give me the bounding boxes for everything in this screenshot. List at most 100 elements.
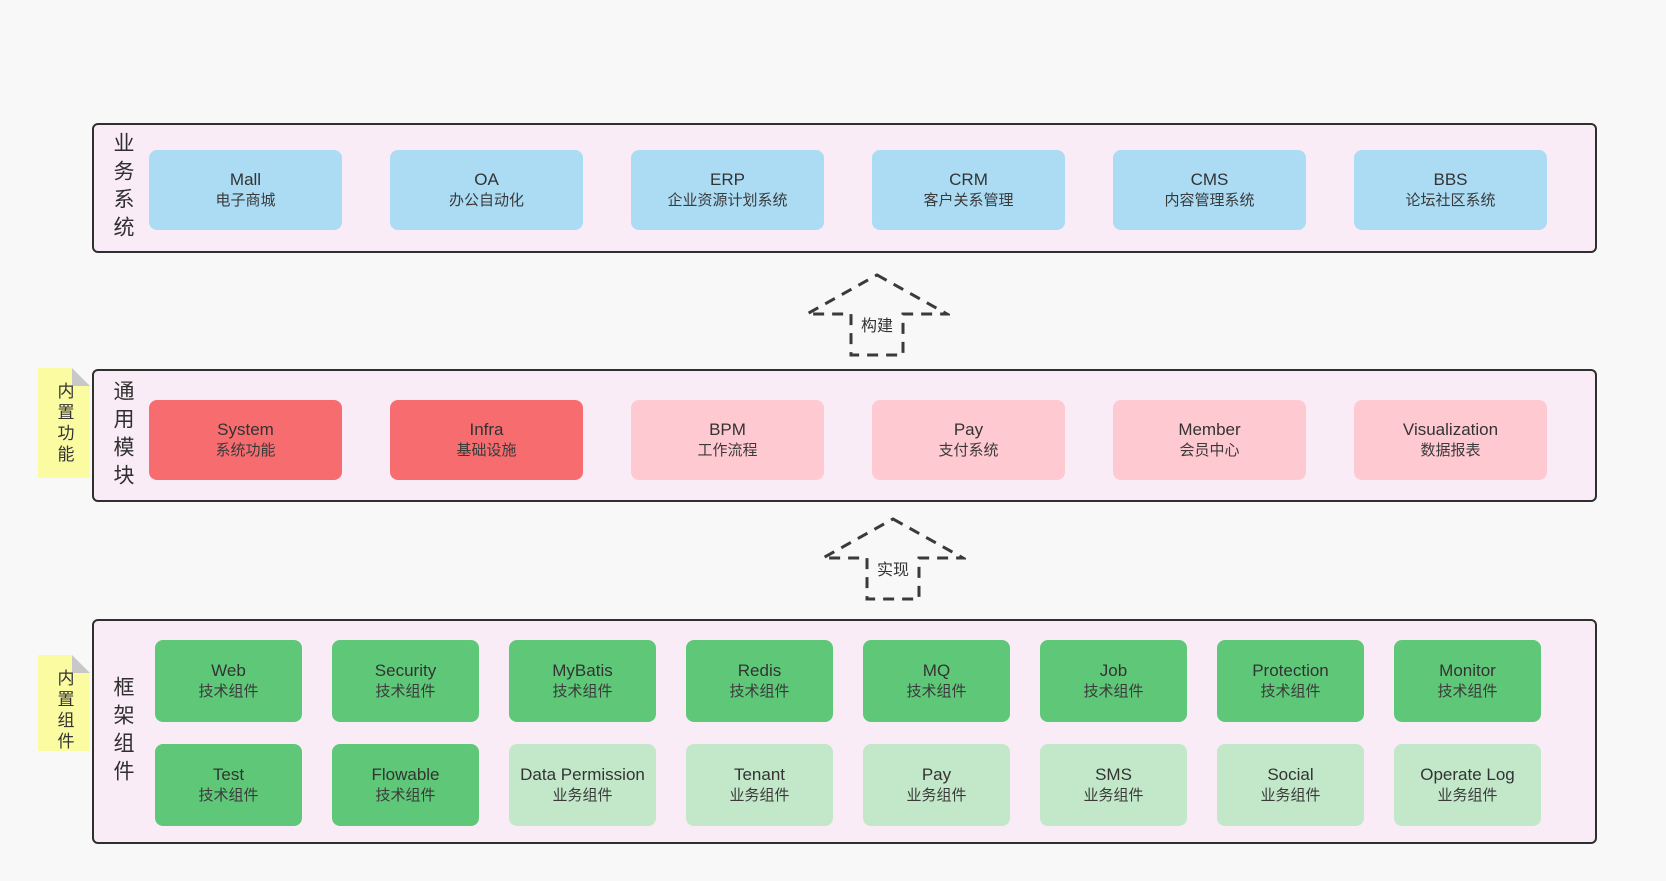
box-subtitle: 技术组件 bbox=[1437, 683, 1498, 701]
box-title: Data Permission bbox=[520, 764, 645, 784]
box-subtitle: 业务组件 bbox=[906, 787, 967, 805]
box-oa: OA 办公自动化 bbox=[390, 150, 583, 230]
dashed-up-arrow-icon bbox=[804, 273, 950, 357]
box-tenant: Tenant 业务组件 bbox=[686, 744, 833, 826]
band-common-modules: 通用模块 System 系统功能 Infra 基础设施 BPM 工作流程 Pay 支付系统 Me… bbox=[92, 369, 1597, 502]
box-title: Monitor bbox=[1439, 660, 1496, 680]
box-title: Redis bbox=[737, 660, 782, 680]
sticky-note-text: 内置组件 bbox=[54, 669, 74, 753]
dashed-up-arrow-icon bbox=[820, 517, 966, 601]
arrow-build-up: 构建 bbox=[804, 272, 950, 358]
box-crm: CRM 客户关系管理 bbox=[872, 150, 1065, 230]
arrow-implement-up: 实现 bbox=[820, 516, 966, 602]
box-title: Operate Log bbox=[1420, 764, 1515, 784]
box-subtitle: 技术组件 bbox=[375, 683, 436, 701]
box-mall: Mall 电子商城 bbox=[149, 150, 342, 230]
box-subtitle: 业务组件 bbox=[729, 787, 790, 805]
box-protection: Protection 技术组件 bbox=[1217, 640, 1364, 722]
box-mybatis: MyBatis 技术组件 bbox=[509, 640, 656, 722]
arrow-build-label: 构建 bbox=[855, 312, 899, 336]
box-subtitle: 支付系统 bbox=[938, 442, 999, 460]
box-monitor: Monitor 技术组件 bbox=[1394, 640, 1541, 722]
box-subtitle: 业务组件 bbox=[1437, 787, 1498, 805]
sticky-note-text: 内置功能 bbox=[54, 382, 74, 466]
box-title: OA bbox=[474, 169, 499, 189]
box-title: Pay bbox=[953, 419, 984, 439]
box-pay: Pay 支付系统 bbox=[872, 400, 1065, 480]
box-subtitle: 技术组件 bbox=[906, 683, 967, 701]
box-system: System 系统功能 bbox=[149, 400, 342, 480]
common-modules-row: System 系统功能 Infra 基础设施 BPM 工作流程 Pay 支付系统 Member 会… bbox=[149, 400, 1547, 480]
box-title: ERP bbox=[710, 169, 745, 189]
box-subtitle: 办公自动化 bbox=[448, 192, 524, 210]
box-title: MyBatis bbox=[552, 660, 613, 680]
box-subtitle: 技术组件 bbox=[375, 787, 436, 805]
box-operate-log: Operate Log 业务组件 bbox=[1394, 744, 1541, 826]
box-title: SMS bbox=[1095, 764, 1132, 784]
box-title: Web bbox=[211, 660, 246, 680]
box-title: Test bbox=[212, 764, 245, 784]
box-subtitle: 基础设施 bbox=[456, 442, 517, 460]
box-subtitle: 技术组件 bbox=[1260, 683, 1321, 701]
box-bbs: BBS 论坛社区系统 bbox=[1354, 150, 1547, 230]
box-subtitle: 电子商城 bbox=[215, 192, 276, 210]
box-subtitle: 技术组件 bbox=[1083, 683, 1144, 701]
box-subtitle: 工作流程 bbox=[697, 442, 758, 460]
box-mq: MQ 技术组件 bbox=[863, 640, 1010, 722]
band-components-label: 框架组件 bbox=[111, 675, 134, 788]
band-modules-label: 通用模块 bbox=[111, 379, 134, 492]
box-title: Member bbox=[1178, 419, 1241, 439]
box-subtitle: 技术组件 bbox=[198, 787, 259, 805]
box-title: CRM bbox=[949, 169, 988, 189]
box-subtitle: 系统功能 bbox=[215, 442, 276, 460]
box-job: Job 技术组件 bbox=[1040, 640, 1187, 722]
box-sms: SMS 业务组件 bbox=[1040, 744, 1187, 826]
box-subtitle: 数据报表 bbox=[1420, 442, 1481, 460]
box-title: Security bbox=[374, 660, 437, 680]
sticky-note-built-in-functions: 内置功能 bbox=[38, 368, 90, 478]
box-title: Tenant bbox=[733, 764, 786, 784]
band-business-label: 业务系统 bbox=[111, 132, 134, 244]
box-title: Flowable bbox=[371, 764, 440, 784]
box-subtitle: 会员中心 bbox=[1179, 442, 1240, 460]
box-subtitle: 论坛社区系统 bbox=[1405, 192, 1496, 210]
box-title: Mall bbox=[229, 169, 262, 189]
box-redis: Redis 技术组件 bbox=[686, 640, 833, 722]
box-bpm: BPM 工作流程 bbox=[631, 400, 824, 480]
box-subtitle: 客户关系管理 bbox=[923, 192, 1014, 210]
box-subtitle: 技术组件 bbox=[198, 683, 259, 701]
box-title: MQ bbox=[922, 660, 951, 680]
box-title: CMS bbox=[1190, 169, 1229, 189]
box-web: Web 技术组件 bbox=[155, 640, 302, 722]
box-subtitle: 业务组件 bbox=[1083, 787, 1144, 805]
box-flowable: Flowable 技术组件 bbox=[332, 744, 479, 826]
box-title: Job bbox=[1099, 660, 1128, 680]
box-title: Infra bbox=[469, 419, 504, 439]
box-title: System bbox=[217, 419, 274, 439]
box-title: Visualization bbox=[1402, 419, 1499, 439]
box-security: Security 技术组件 bbox=[332, 640, 479, 722]
box-subtitle: 内容管理系统 bbox=[1164, 192, 1255, 210]
box-visualization: Visualization 数据报表 bbox=[1354, 400, 1547, 480]
box-test: Test 技术组件 bbox=[155, 744, 302, 826]
box-subtitle: 技术组件 bbox=[552, 683, 613, 701]
arrow-implement-label: 实现 bbox=[871, 556, 915, 580]
box-title: BBS bbox=[1433, 169, 1468, 189]
sticky-note-built-in-components: 内置组件 bbox=[38, 655, 90, 753]
box-subtitle: 技术组件 bbox=[729, 683, 790, 701]
box-title: BPM bbox=[709, 419, 746, 439]
box-pay-biz: Pay 业务组件 bbox=[863, 744, 1010, 826]
box-title: Protection bbox=[1252, 660, 1329, 680]
box-title: Pay bbox=[921, 764, 952, 784]
box-cms: CMS 内容管理系统 bbox=[1113, 150, 1306, 230]
box-member: Member 会员中心 bbox=[1113, 400, 1306, 480]
